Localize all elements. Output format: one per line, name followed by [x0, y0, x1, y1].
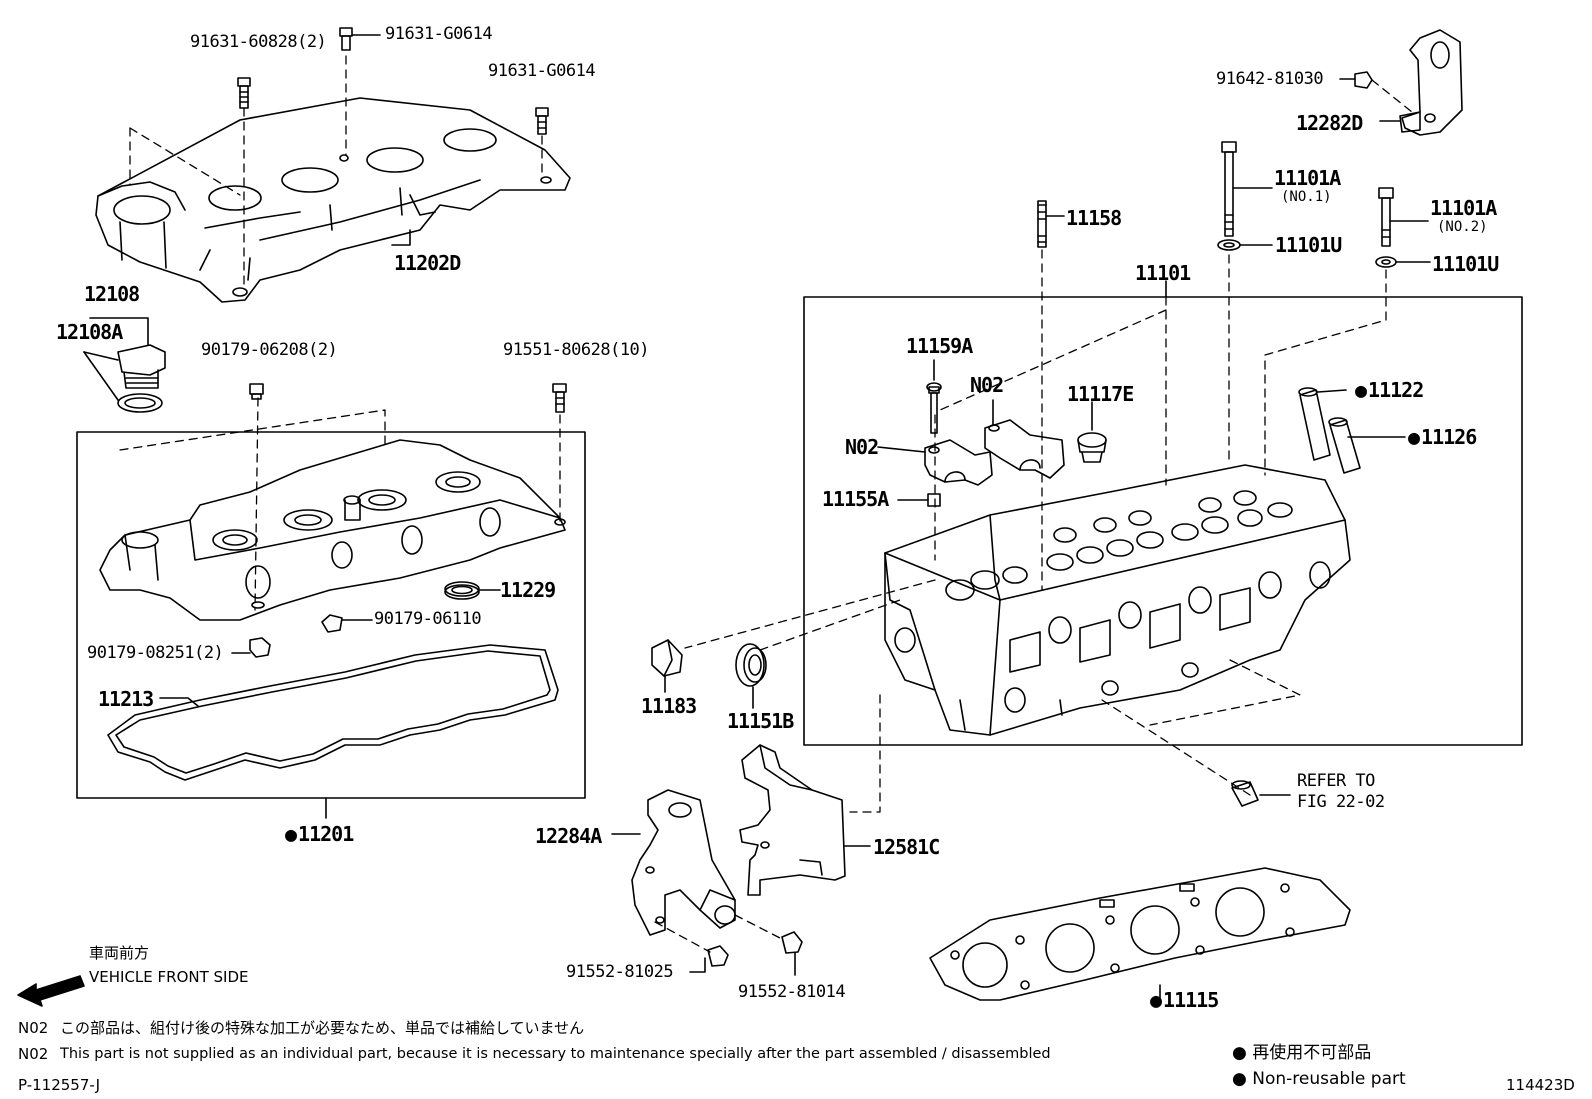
bolt-11159a [926, 359, 942, 434]
bracket-12284a [611, 789, 736, 936]
label-12581c[interactable]: 12581C [873, 835, 940, 859]
label-91631-g0614-b[interactable]: 91631-G0614 [488, 61, 596, 81]
label-11183[interactable]: 11183 [641, 694, 697, 718]
grommet-90179-06110 [321, 614, 373, 633]
guide-11126 [1328, 417, 1406, 474]
label-12282d[interactable]: 12282D [1296, 111, 1363, 135]
label-11229[interactable]: 11229 [500, 578, 556, 602]
label-91642-81030[interactable]: 91642-81030 [1216, 69, 1324, 89]
head-bolt-11101a-no2 [1378, 187, 1429, 247]
legend-jp-text: 再使用不可部品 [1252, 1043, 1372, 1063]
label-91551-80628[interactable]: 91551-80628(10) [503, 340, 650, 360]
label-91631-g0614-a[interactable]: 91631-G0614 [385, 24, 493, 44]
label-90179-06110[interactable]: 90179-06110 [374, 609, 482, 629]
label-11126[interactable]: 11126 [1408, 427, 1477, 447]
legend-en-text: Non-reusable part [1252, 1069, 1406, 1089]
nut-90179-06208 [249, 383, 264, 400]
label-11101a-no1-sub: (NO.1) [1281, 189, 1332, 205]
label-91552-81025[interactable]: 91552-81025 [566, 962, 674, 982]
bolt-91631-g0614-b [535, 107, 549, 135]
label-11101a-no2-sub: (NO.2) [1437, 219, 1488, 235]
bolt-91551-80628 [552, 383, 567, 413]
label-90179-08251[interactable]: 90179-08251(2) [87, 643, 224, 663]
washer-11101u-no2 [1375, 256, 1431, 268]
legend-en: ● Non-reusable part [1232, 1071, 1406, 1088]
head-bolt-11101a-no1 [1221, 141, 1273, 237]
label-12108a[interactable]: 12108A [56, 320, 123, 344]
label-11101a-no1[interactable]: 11101A [1274, 166, 1341, 190]
label-11159a[interactable]: 11159A [906, 334, 973, 358]
label-11115[interactable]: 11115 [1150, 990, 1219, 1010]
plug-11117e [1077, 401, 1107, 463]
label-90179-06208[interactable]: 90179-06208(2) [201, 340, 338, 360]
stud-11158 [1037, 200, 1065, 248]
gasket-11213 [107, 644, 559, 781]
footer-left-code: P-112557-J [18, 1076, 101, 1094]
label-11101[interactable]: 11101 [1135, 261, 1191, 285]
refer-fig-label[interactable]: FIG 22-02 [1297, 792, 1385, 812]
guide-11122 [1298, 387, 1347, 461]
seal-11229 [444, 581, 501, 600]
label-11213[interactable]: 11213 [98, 687, 154, 711]
note-jp-prefix: N02 [18, 1019, 49, 1037]
bolt-91642-81030 [1339, 71, 1373, 89]
legend-dot-icon: ● [1232, 1043, 1247, 1063]
label-11117e[interactable]: 11117E [1067, 382, 1134, 406]
label-11122[interactable]: 11122 [1355, 380, 1424, 400]
label-11202d[interactable]: 11202D [394, 251, 461, 275]
bolt-91631-60828 [237, 77, 251, 109]
bolt-91631-g0614-a [339, 27, 353, 51]
head-gasket-11115 [929, 867, 1351, 1001]
label-91631-60828[interactable]: 91631-60828(2) [190, 32, 327, 52]
cylinder-head-11101 [884, 464, 1351, 736]
label-11101u-no1[interactable]: 11101U [1275, 233, 1342, 257]
legend-jp: ● 再使用不可部品 [1232, 1045, 1371, 1062]
label-12284a[interactable]: 12284A [535, 824, 602, 848]
engine-cover-11202d [95, 97, 571, 303]
label-11158[interactable]: 11158 [1066, 206, 1122, 230]
refer-to-label[interactable]: REFER TO [1297, 771, 1375, 791]
label-11151b[interactable]: 11151B [727, 709, 794, 733]
note-en-text: This part is not supplied as an individu… [60, 1046, 1051, 1062]
plate-12581c [739, 744, 871, 896]
note-en-prefix: N02 [18, 1045, 49, 1063]
label-91552-81014[interactable]: 91552-81014 [738, 982, 846, 1002]
label-n02-b[interactable]: N02 [970, 373, 1004, 397]
valve-cover-11201 [99, 439, 566, 621]
seal-11151b [735, 643, 767, 709]
bearing-cap-n02-b [984, 399, 1065, 479]
label-11101u-no2[interactable]: 11101U [1432, 252, 1499, 276]
washer-11101u-no1 [1217, 239, 1273, 251]
valve-cover-assembly-box [76, 431, 586, 799]
dowel-11155a [897, 493, 941, 507]
label-n02-a[interactable]: N02 [845, 435, 879, 459]
plug-11183 [651, 639, 683, 693]
direction-en: VEHICLE FRONT SIDE [89, 968, 249, 986]
direction-jp: 車両前方 [89, 944, 150, 962]
front-arrow-icon [17, 975, 85, 1007]
footer-right-code: 114423D [1506, 1076, 1575, 1094]
bracket-12282d [1379, 29, 1463, 136]
label-11155a[interactable]: 11155A [822, 487, 889, 511]
oil-filler-cap-12108 [83, 317, 166, 413]
bolt-91552-81014 [781, 931, 803, 976]
grommet-90179-08251 [231, 637, 271, 658]
legend-dot-icon: ● [1232, 1069, 1247, 1089]
cylinder-head-box [803, 296, 1523, 746]
note-jp-text: この部品は、組付け後の特殊な加工が必要なため、単品では補給していません [60, 1019, 585, 1037]
label-12108[interactable]: 12108 [84, 282, 140, 306]
label-11101a-no2[interactable]: 11101A [1430, 196, 1497, 220]
bearing-cap-n02-a [877, 439, 993, 486]
bolt-91552-81025 [689, 945, 729, 973]
refer-part-22-02 [1231, 780, 1291, 807]
label-11201[interactable]: 11201 [285, 824, 354, 844]
